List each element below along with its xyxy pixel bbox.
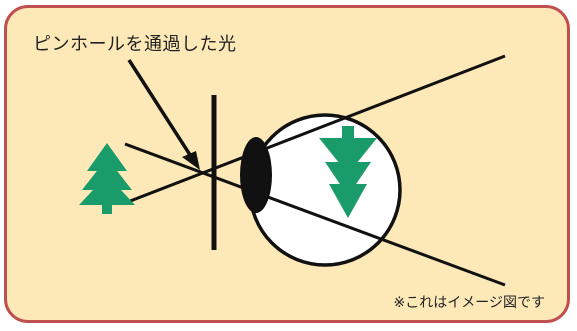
diagram-panel: ピンホールを通過した光 ※これはイメージ図です xyxy=(4,5,570,323)
pointer-arrow-line xyxy=(129,60,192,158)
image-note: ※これはイメージ図です xyxy=(394,292,545,312)
eyeball xyxy=(250,115,400,265)
pinhole-light-label: ピンホールを通過した光 xyxy=(33,30,237,56)
tree-icon xyxy=(79,143,135,214)
